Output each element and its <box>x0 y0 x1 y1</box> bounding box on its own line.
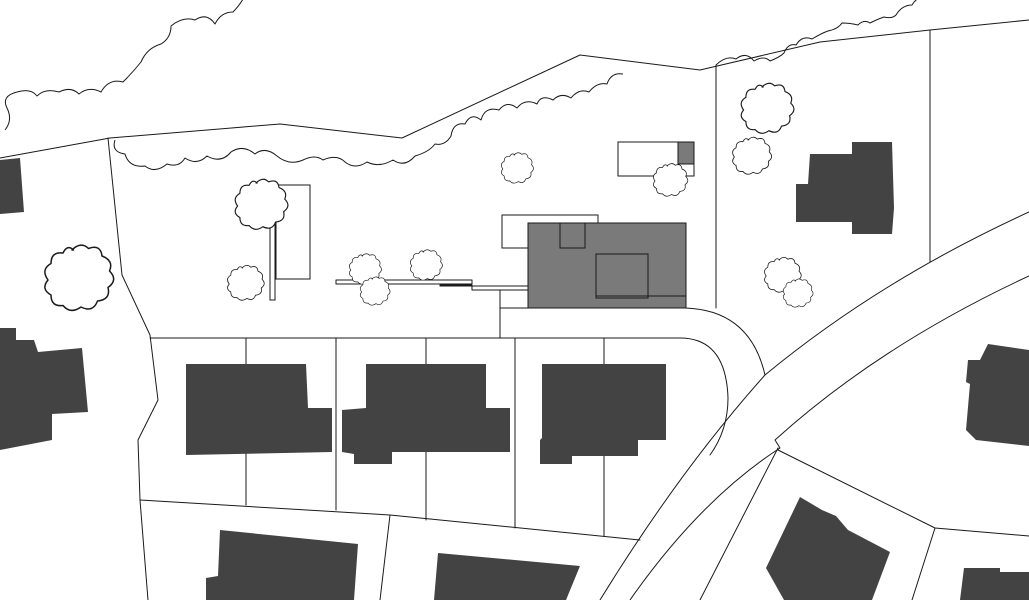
west-parcel-edge <box>107 137 159 600</box>
main-building-core <box>595 253 649 299</box>
row-top-line <box>149 337 729 456</box>
road-spur-curve <box>684 307 766 376</box>
tree-icon <box>44 244 115 312</box>
se-lot-div <box>911 527 936 600</box>
tree-icon <box>732 136 773 175</box>
walkway-1 <box>335 279 473 285</box>
tree-icon <box>782 278 814 308</box>
parcel-lines <box>0 19 1029 600</box>
building-south-2 <box>434 553 580 600</box>
trees <box>44 82 814 312</box>
building-east-top <box>796 142 894 234</box>
tree-icon <box>359 276 391 306</box>
north-boundary <box>0 19 1029 159</box>
road-east-edge <box>629 275 1029 600</box>
row-bottom-line <box>139 499 641 541</box>
hedge-top <box>4 0 244 131</box>
project-buildings <box>269 141 695 309</box>
wall-strip <box>269 219 276 301</box>
building-row-1 <box>186 364 332 455</box>
hedge-right <box>715 0 917 66</box>
tree-icon <box>500 152 534 184</box>
building-southeast <box>766 497 890 600</box>
hedge-lines <box>4 0 917 170</box>
building-east-road <box>966 344 1029 446</box>
south-lot-div-1 <box>379 514 391 600</box>
tree-icon <box>740 82 795 134</box>
building-southeast-corner <box>960 568 1029 600</box>
building-west-top <box>0 158 24 214</box>
tree-icon <box>409 249 443 281</box>
building-west-mid <box>0 328 88 450</box>
main-building-entry <box>559 222 586 249</box>
neighbor-buildings <box>0 142 1029 600</box>
building-row-3 <box>540 364 666 464</box>
building-row-2 <box>342 364 510 464</box>
hedge-mid <box>113 73 624 170</box>
building-south-1 <box>206 530 358 600</box>
annex-dark-north <box>677 141 695 165</box>
tree-icon <box>227 264 265 301</box>
lane-east-edge <box>699 447 779 600</box>
walkway-2 <box>439 284 529 291</box>
